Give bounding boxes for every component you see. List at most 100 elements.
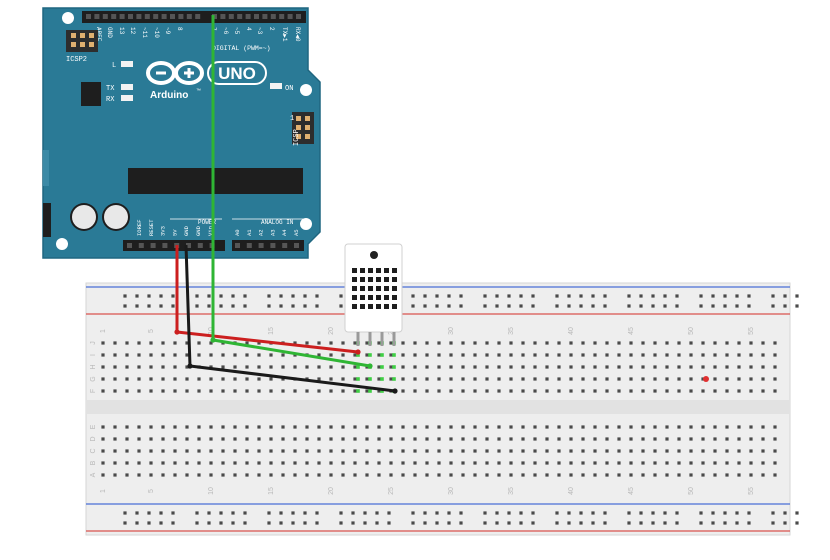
breadboard-hole [209, 341, 213, 345]
breadboard-hole [545, 377, 549, 381]
analog-header [232, 240, 304, 251]
rail-hole [411, 521, 415, 525]
breadboard-hole [533, 377, 537, 381]
grill-slot [360, 295, 365, 300]
grill-slot [376, 304, 381, 309]
rail-hole [123, 511, 127, 515]
highlighted-hole [380, 389, 384, 393]
breadboard-hole [377, 449, 381, 453]
breadboard-hole [581, 437, 585, 441]
analog-pin-label: A0 [234, 229, 241, 236]
breadboard-hole [317, 449, 321, 453]
breadboard-hole [329, 377, 333, 381]
rail-hole [219, 304, 223, 308]
grill-slot [384, 304, 389, 309]
dht22-sensor [344, 243, 403, 346]
breadboard-hole [197, 461, 201, 465]
breadboard-hole [545, 473, 549, 477]
sensor-pin [392, 332, 396, 346]
breadboard-hole [101, 365, 105, 369]
breadboard-hole [293, 437, 297, 441]
breadboard-hole [389, 341, 393, 345]
rail-hole [675, 294, 679, 298]
breadboard-hole [293, 449, 297, 453]
breadboard-hole [329, 365, 333, 369]
breadboard-hole [509, 449, 513, 453]
breadboard-hole [149, 341, 153, 345]
breadboard-hole [773, 365, 777, 369]
rail-hole [423, 304, 427, 308]
grill-slot [352, 304, 357, 309]
breadboard-hole [137, 353, 141, 357]
breadboard-hole [737, 461, 741, 465]
rail-hole [747, 304, 751, 308]
analog-pin [235, 243, 240, 248]
breadboard-hole [773, 389, 777, 393]
rail-hole [207, 521, 211, 525]
rail-hole [639, 304, 643, 308]
column-number-top: 35 [508, 327, 515, 335]
rail-hole [447, 521, 451, 525]
breadboard-hole [761, 461, 765, 465]
breadboard-hole [737, 353, 741, 357]
breadboard-hole [209, 377, 213, 381]
breadboard-hole [149, 437, 153, 441]
rail-hole [339, 521, 343, 525]
power-header [123, 240, 225, 251]
breadboard-hole [557, 425, 561, 429]
rail-hole [351, 521, 355, 525]
breadboard-hole [185, 341, 189, 345]
breadboard-hole [101, 389, 105, 393]
breadboard-hole [233, 425, 237, 429]
breadboard-hole [521, 461, 525, 465]
breadboard-hole [653, 389, 657, 393]
breadboard-hole [605, 425, 609, 429]
breadboard-hole [365, 425, 369, 429]
rail-hole [651, 294, 655, 298]
breadboard-hole [701, 437, 705, 441]
breadboard-hole [413, 461, 417, 465]
rail-hole [579, 294, 583, 298]
row-letter: A [90, 472, 97, 477]
rail-hole [675, 521, 679, 525]
highlighted-hole [380, 377, 384, 381]
rail-hole [207, 511, 211, 515]
rail-hole [231, 304, 235, 308]
breadboard-hole [209, 449, 213, 453]
breadboard-hole [305, 473, 309, 477]
breadboard-hole [581, 473, 585, 477]
breadboard-hole [317, 377, 321, 381]
rail-hole [243, 294, 247, 298]
breadboard-hole [161, 425, 165, 429]
rail-hole [579, 511, 583, 515]
wire-end [392, 388, 398, 394]
breadboard-hole [233, 437, 237, 441]
header-pin [153, 14, 159, 19]
breadboard-hole [389, 377, 393, 381]
breadboard-hole [425, 425, 429, 429]
highlighted-hole [380, 365, 384, 369]
breadboard-hole [305, 365, 309, 369]
breadboard-hole [413, 341, 417, 345]
breadboard-hole [197, 377, 201, 381]
rail-hole [159, 511, 163, 515]
breadboard-hole [281, 377, 285, 381]
arduino-logo: UNO Arduino ™ [146, 61, 267, 101]
breadboard-hole [245, 365, 249, 369]
breadboard-hole [773, 341, 777, 345]
grill-slot [368, 268, 373, 273]
breadboard-hole [593, 473, 597, 477]
breadboard-hole [629, 449, 633, 453]
breadboard-hole [233, 377, 237, 381]
breadboard-hole [245, 389, 249, 393]
rail-hole [783, 521, 787, 525]
breadboard-hole [137, 437, 141, 441]
breadboard-hole [209, 389, 213, 393]
breadboard-hole [557, 353, 561, 357]
breadboard-hole [473, 461, 477, 465]
breadboard-hole [257, 365, 261, 369]
rail-hole [291, 521, 295, 525]
breadboard-hole [257, 449, 261, 453]
grill-slot [376, 277, 381, 282]
